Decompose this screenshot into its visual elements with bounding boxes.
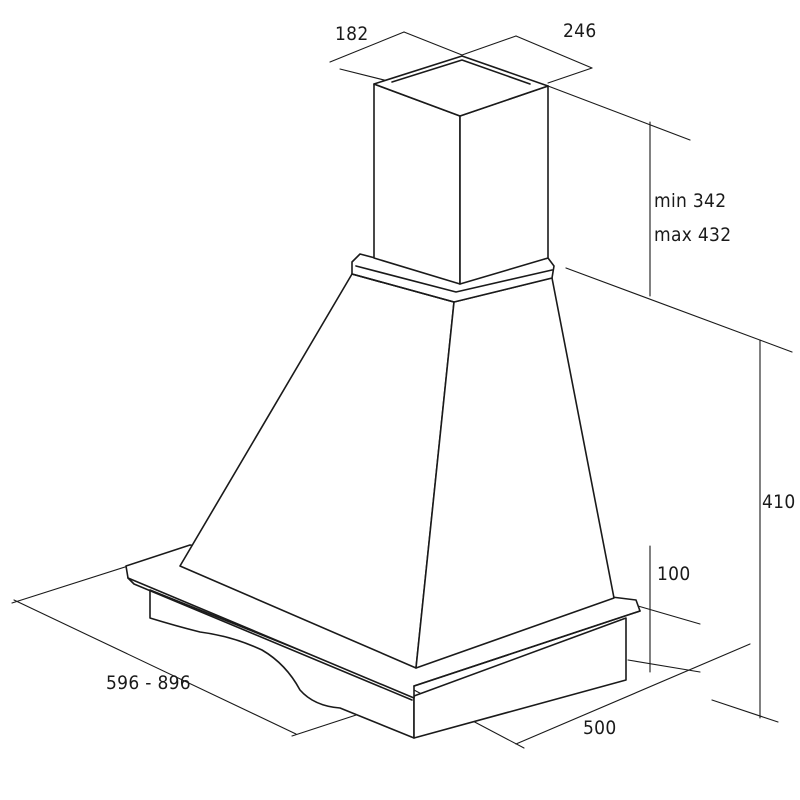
label-frame-height: 100 — [657, 563, 691, 585]
hood-height-ext-bottom — [711, 699, 779, 723]
chimney-top — [373, 55, 549, 117]
frame-apron — [149, 589, 415, 739]
dimension-labels: 182 246 min 342 max 432 410 100 500 596 … — [106, 20, 796, 739]
dim-182-ext-2 — [339, 68, 393, 83]
label-hood-depth: 500 — [583, 717, 617, 739]
collar-groove-1 — [355, 265, 553, 293]
dim-246-ext-2 — [547, 67, 593, 84]
base-cornice-edge — [127, 577, 413, 701]
collar-groove-2 — [351, 273, 455, 303]
chimney-height-ext-top — [547, 85, 691, 141]
hood-body — [125, 55, 641, 739]
frame-apron-side — [413, 617, 627, 739]
width-line — [13, 599, 297, 735]
chimney-right-face — [459, 85, 549, 285]
dimension-lines — [11, 31, 793, 749]
width-ext-left — [11, 565, 129, 604]
chimney-height-ext-bottom — [565, 267, 793, 353]
dim-246-line — [461, 35, 517, 56]
depth-line — [515, 643, 751, 745]
label-hood-width: 596 - 896 — [106, 672, 191, 694]
chimney-top-inner — [391, 59, 531, 85]
label-hood-height: 410 — [762, 491, 796, 513]
label-chimney-width: 246 — [563, 20, 597, 42]
dim-246-ext — [515, 35, 593, 69]
label-chimney-height-min: min 342 — [654, 190, 726, 212]
chimney-left-face — [373, 83, 461, 285]
label-chimney-height-max: max 432 — [654, 224, 731, 246]
frame-height-ext-top — [637, 605, 701, 625]
base-cornice-front-lip — [413, 610, 641, 687]
dim-182-line — [329, 31, 405, 63]
dim-182-ext — [403, 31, 463, 56]
label-chimney-depth: 182 — [335, 23, 369, 45]
